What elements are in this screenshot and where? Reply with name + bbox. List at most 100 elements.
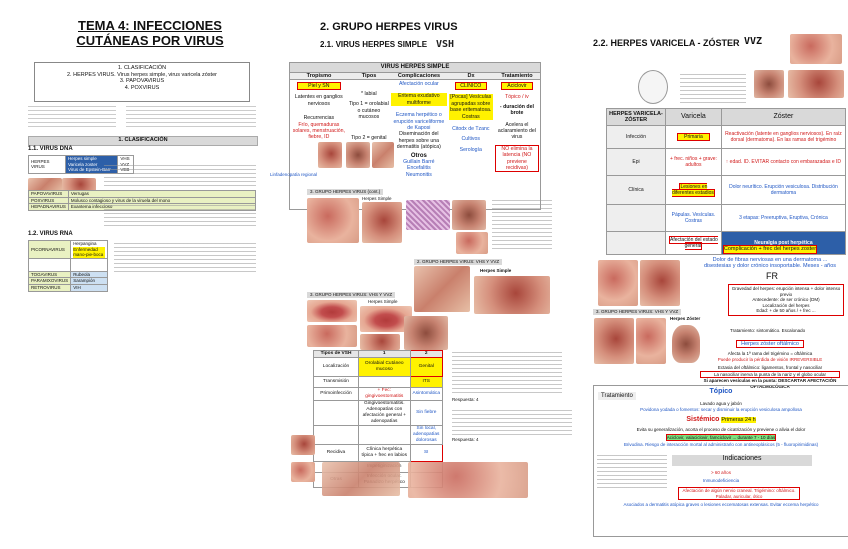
table-cell: Transmisión <box>313 376 359 388</box>
column-header: Tropismo <box>306 73 332 79</box>
list-item: Localización del herpes <box>762 302 810 308</box>
photo-lesion <box>414 266 470 312</box>
cell-text: Tipo 2 = genital <box>351 134 387 141</box>
topico-title: Tópico <box>709 388 733 395</box>
vvz-table: HERPES VARICELA-ZÓSTER Varicela Zóster I… <box>606 108 847 255</box>
photo-lesion <box>307 325 357 347</box>
column-header: Varicela <box>665 108 722 126</box>
complicacion: Complicación + frec del herpes zoster <box>722 245 818 254</box>
cell-text: NO elimina la latencia (NO previene reci… <box>494 144 539 173</box>
photo-lesion <box>474 276 550 314</box>
photo-histology <box>406 200 450 230</box>
column-header: 2 <box>409 350 444 358</box>
table-cell: Lesiones en diferentes estadios <box>665 175 722 205</box>
column-header: Tratamiento <box>501 73 533 79</box>
row-label: Epi <box>606 148 666 176</box>
photo-face-zoster <box>672 325 700 363</box>
page-title: TEMA 4: INFECCIONES CUTÁNEAS POR VIRUS <box>76 18 224 48</box>
table-cell: Orolabial Cutáneo mucoso <box>358 357 411 377</box>
sistemico: Sistémico <box>686 416 720 423</box>
photo-varicela <box>598 260 638 306</box>
complicacion-text: Complicación + frec del herpes zoster Do… <box>700 245 840 270</box>
list-item: Herpes simple <box>68 156 97 161</box>
oftalmico-list: Afecta la 1ª rama del trigémino = oftálm… <box>700 351 840 390</box>
sistemico-title: Sistémico Primeras 24 h <box>594 416 848 423</box>
list-item: VVZ <box>120 162 131 168</box>
handwritten-label: VSH <box>436 39 455 50</box>
table-cell: Molusco contagioso y virus de la viruela… <box>67 196 257 205</box>
photo-lesion <box>456 232 488 254</box>
topico-b: Povidona yodada o fomentos: secar y dism… <box>640 407 802 412</box>
photo-lips <box>307 300 357 322</box>
handwritten-label: VVZ <box>744 36 763 47</box>
photo-lesion <box>360 334 400 350</box>
table-cell: RETROVIRUS <box>27 283 72 292</box>
table-cell: Sin fiebre <box>409 400 444 426</box>
vhs-table: VIRUS HERPES SIMPLE Tropismo Tipos Compl… <box>289 62 541 210</box>
cell-text: Otros <box>410 152 427 159</box>
list-item: Antecedente: de ser crónico (DM) <box>752 297 820 303</box>
table-cell: Localización <box>313 357 359 377</box>
photo-lesion <box>307 198 359 243</box>
question-text <box>597 455 667 491</box>
cell-text: Encefalitis <box>407 165 431 172</box>
cell-text: Eczema herpético o erupción variceliform… <box>393 112 445 132</box>
respuesta: Respuesta: 4 <box>452 437 479 442</box>
table-row: Pápulas. Vesículas. Costras 3 etapas: Pr… <box>606 204 847 232</box>
table-cell: HERPES VIRUS <box>28 155 66 174</box>
photo-lesion <box>291 435 315 455</box>
table-cell: + Fec: gingivoestomatitis <box>358 387 411 401</box>
explanation-text <box>680 74 746 104</box>
fr-list: Gravedad del herpes: erupción intensa + … <box>728 284 844 316</box>
table-cell: Afectación del estado general <box>665 231 722 255</box>
table-cell: Pápulas. Vesículas. Costras <box>665 204 722 232</box>
row-label: Clínica <box>606 175 666 205</box>
table-cell: Sarampión <box>70 277 108 285</box>
caption-herpes-simple: Herpes Simple <box>362 196 392 201</box>
table-cell: PAPOVAVIRUS <box>28 190 69 198</box>
cell-text: Eritema exudativo multiforme <box>391 93 447 107</box>
column-header: 1 <box>358 350 411 358</box>
cell-text: Citodx de Tzanc <box>452 126 490 133</box>
photo-ear <box>372 142 394 168</box>
caption-herpes-simple: Herpes Simple <box>368 299 398 304</box>
cell-text: Tópico / iv <box>505 94 529 101</box>
column-header: Tipos <box>361 73 377 79</box>
table-cell: Dolor neurítico. Erupción vesiculosa. Di… <box>720 175 847 205</box>
row-label <box>606 231 666 255</box>
table-cell: Recidiva <box>313 444 359 462</box>
dna-extra-notes <box>104 205 256 227</box>
tag-estadios: Lesiones en diferentes estadios <box>671 182 715 197</box>
rna-notes <box>114 243 256 275</box>
subtitle-rna: 1.2. VIRUS RNA <box>28 231 73 237</box>
question-text <box>452 410 572 436</box>
list-item: Ectasia del oftálmico: ligamentos, front… <box>717 365 823 371</box>
table-row: Gingivoestomatitis. Adenopatías con afec… <box>313 400 444 426</box>
tratamiento-caption: Tratamiento: sintomático. Escalonado <box>730 328 806 333</box>
tag-primaria: Primaria <box>677 132 710 141</box>
cell-text: * labial <box>361 91 377 97</box>
photo-zoster <box>788 70 844 98</box>
table-cell: Rubeola <box>70 270 108 279</box>
list-item: Virus de Epstein-Barr <box>68 167 111 173</box>
topico-a: Lavado agua y jabón <box>700 401 742 406</box>
dermatome-diagram <box>638 70 668 104</box>
text-block <box>492 200 552 250</box>
cell-text: Frío, quemaduras solares, menstruación, … <box>292 121 345 141</box>
table-cell <box>70 257 108 272</box>
sistemico-c: Brivudina. Riesgo de interacción mortal … <box>623 442 819 447</box>
table-cell: + frec. niños + grave: adultos <box>665 148 722 176</box>
table-cell: SI <box>409 444 444 462</box>
column-header: Dx <box>467 73 475 79</box>
index-item: 3. PAPOVAVIRUS <box>119 78 165 85</box>
table-cell: Primaria <box>665 125 722 149</box>
row-label <box>606 204 666 232</box>
section-title: 2.2. HERPES VARICELA - ZÓSTER <box>593 38 740 48</box>
row-label: Infección <box>606 125 666 149</box>
photo-lips <box>360 306 412 332</box>
photo-lesion <box>291 462 315 482</box>
